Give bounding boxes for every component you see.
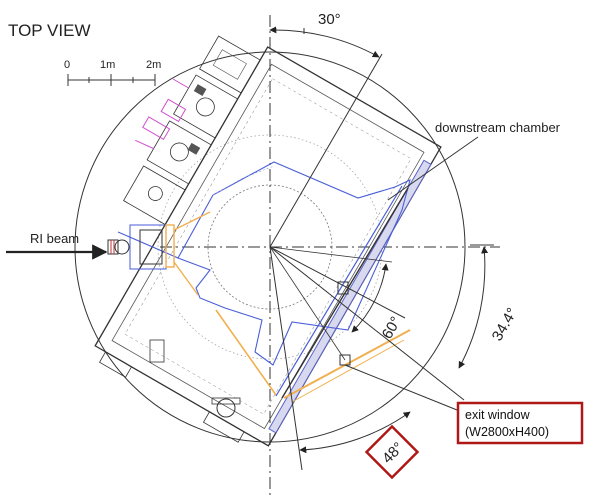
angle-48-box: 48° (364, 424, 420, 480)
vacuum-chamber-outline (117, 161, 411, 366)
chamber-leader-line (387, 136, 479, 201)
angle-label-30: 30° (318, 11, 341, 28)
vacuum-chamber-inner (212, 165, 275, 196)
scale-bar: 0 1m 2m (64, 59, 161, 86)
downstream-chamber-label: downstream chamber (435, 120, 561, 135)
angle-label-60: 60° (379, 314, 405, 342)
exit-window-box (456, 401, 584, 445)
angle-arc-60 (351, 263, 389, 333)
exit-window-line2: (W2800xH400) (465, 425, 549, 439)
angle-arc-30 (269, 26, 380, 58)
angle-construction-lines (269, 53, 465, 471)
scale-tick-0: 0 (64, 59, 70, 71)
scale-tick-1m: 1m (100, 59, 115, 71)
detector-stack (123, 35, 261, 226)
angle-label-34: 34.4° (489, 305, 521, 344)
scale-tick-2m: 2m (146, 59, 161, 71)
pump-circle (216, 398, 236, 418)
small-bracket-left (149, 339, 165, 363)
pump-base (211, 397, 241, 405)
magnet-body (94, 35, 442, 447)
exit-window-line1: exit window (465, 408, 531, 422)
beam-entry-hardware (107, 211, 211, 296)
diagram-title: TOP VIEW (8, 21, 91, 40)
angle-arc-34 (458, 246, 489, 369)
beam-label: RI beam (30, 231, 79, 246)
angle-arc-48 (299, 411, 411, 454)
exit-window-leader (344, 364, 463, 413)
